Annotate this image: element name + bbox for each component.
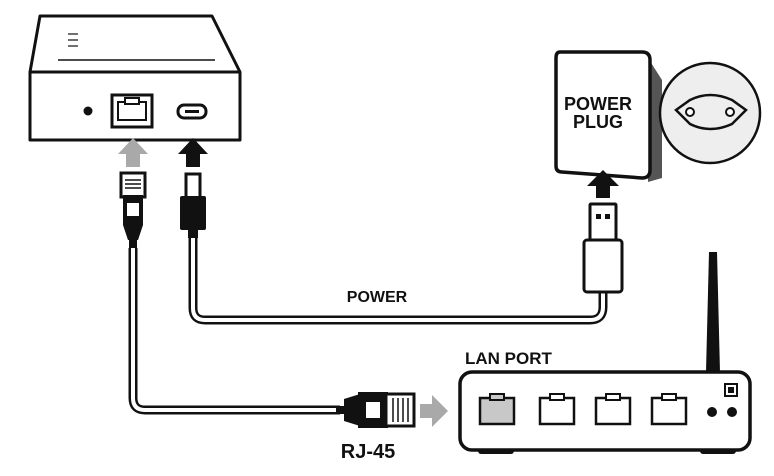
gray-arrow-right-icon xyxy=(420,395,448,427)
rj45-label: RJ-45 xyxy=(341,441,395,463)
black-arrow-up-icon xyxy=(178,138,208,167)
power-plug-label-line1: POWER xyxy=(564,94,632,114)
gray-arrow-up-icon xyxy=(118,138,148,167)
lan-port-label: LAN PORT xyxy=(465,349,553,368)
power-adapter: POWER PLUG xyxy=(554,50,762,182)
wall-socket xyxy=(658,61,762,165)
router-lan-port-3 xyxy=(594,393,632,426)
device-box xyxy=(28,14,242,142)
router xyxy=(458,252,752,454)
micro-usb-connector-icon xyxy=(180,172,206,238)
device-ethernet-port xyxy=(110,93,154,129)
ethernet-cable xyxy=(128,248,340,415)
router-lan-port-1-active xyxy=(478,393,516,426)
router-antenna xyxy=(706,252,720,372)
rj45-connector-horizontal-icon xyxy=(336,392,416,428)
router-lan-port-2 xyxy=(538,393,576,426)
black-arrow-up-icon xyxy=(587,170,619,198)
router-buttons xyxy=(707,383,738,417)
router-lan-port-4 xyxy=(650,393,688,426)
status-leds xyxy=(68,33,78,47)
usb-connector-icon xyxy=(582,202,624,294)
rj45-connector-icon xyxy=(119,171,147,248)
device-led xyxy=(83,106,93,116)
power-cable xyxy=(188,236,608,325)
power-plug-label-line2: PLUG xyxy=(573,112,623,132)
device-micro-usb-port xyxy=(176,103,208,120)
power-cable-label: POWER xyxy=(347,289,408,306)
